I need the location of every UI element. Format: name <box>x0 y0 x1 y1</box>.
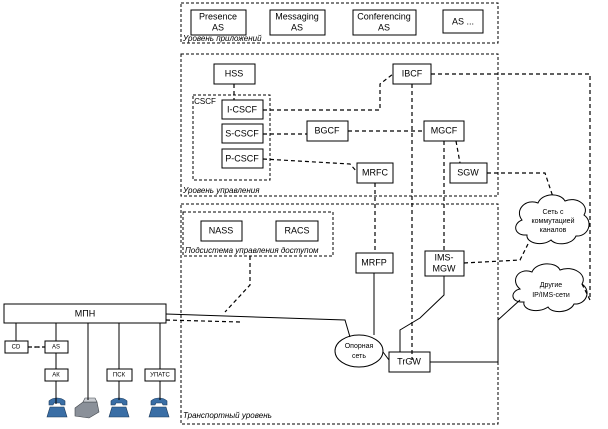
psk-label: ПСК <box>113 373 126 379</box>
conferencing-as[interactable]: Conferencing AS <box>352 9 417 36</box>
as-small-label: AS <box>52 345 60 351</box>
cscf-label: CSCF <box>194 97 216 106</box>
control-level-frame <box>180 53 499 197</box>
access-wiring <box>15 323 161 404</box>
messaging-as-line1: Messaging <box>275 11 319 21</box>
solid-links <box>165 273 521 363</box>
mpn-label: МПН <box>75 308 95 318</box>
other-as[interactable]: AS ... <box>442 9 484 34</box>
other-as-label: AS ... <box>452 16 474 26</box>
cd-label: CD <box>12 345 21 351</box>
ibcf-node[interactable]: IBCF <box>392 63 432 85</box>
mgcf-label: MGCF <box>431 125 458 135</box>
other-ip-line2: IP/IMS-сети <box>532 292 570 299</box>
trgw-node[interactable]: TrGW <box>388 351 431 373</box>
ibcf-label: IBCF <box>402 68 423 78</box>
ak-node[interactable]: АК <box>44 368 69 382</box>
pstn-cloud[interactable]: Сеть с коммутацией каналов <box>515 194 590 245</box>
upats-label: УПАТС <box>150 373 170 379</box>
as-small-node[interactable]: AS <box>44 340 69 354</box>
trgw-label: TrGW <box>397 356 421 366</box>
upats-node[interactable]: УПАТС <box>144 368 176 382</box>
racs-label: RACS <box>284 225 309 235</box>
icscf-label: I-CSCF <box>227 104 257 114</box>
messaging-as-line2: AS <box>291 22 303 32</box>
presence-as-line1: Presence <box>199 11 237 21</box>
application-level-frame <box>180 2 499 44</box>
pstn-line3: каналов <box>540 227 567 234</box>
core-line2: сеть <box>352 353 366 360</box>
scscf-label: S-CSCF <box>225 128 259 138</box>
fax-icon <box>74 397 100 419</box>
bgcf-label: BGCF <box>314 125 340 135</box>
bgcf-node[interactable]: BGCF <box>306 120 349 142</box>
control-level-label: Уровень управления <box>182 186 260 195</box>
mgcf-node[interactable]: MGCF <box>423 120 465 142</box>
app-level-label: Уровень приложений <box>182 34 262 43</box>
imsmgw-node[interactable]: IMS- MGW <box>424 250 465 277</box>
pcscf-node[interactable]: P-CSCF <box>221 148 264 169</box>
transport-level-frame <box>180 203 499 425</box>
mrfp-label: MRFP <box>361 257 387 267</box>
mrfc-label: MRFC <box>362 167 388 177</box>
racs-node[interactable]: RACS <box>275 220 319 242</box>
imsmgw-line2: MGW <box>433 263 456 273</box>
dashed-links <box>165 73 591 360</box>
cd-node[interactable]: CD <box>4 340 29 354</box>
mrfp-node[interactable]: MRFP <box>355 252 394 274</box>
imsmgw-line1: IMS- <box>435 252 454 262</box>
phone-icon <box>148 397 170 418</box>
nass-node[interactable]: NASS <box>200 220 243 242</box>
psk-node[interactable]: ПСК <box>106 368 133 382</box>
access-subsystem-label: Подсистема управления доступом <box>185 246 319 255</box>
pstn-line2: коммутацией <box>532 217 575 225</box>
scscf-node[interactable]: S-CSCF <box>221 123 264 144</box>
access-subsystem-frame <box>182 211 334 257</box>
other-ip-cloud[interactable]: Другие IP/IMS-сети <box>512 263 588 312</box>
hss-label: HSS <box>225 68 244 78</box>
presence-as-line2: AS <box>212 22 224 32</box>
presence-as[interactable]: Presence AS <box>190 9 247 36</box>
sgw-label: SGW <box>457 167 479 177</box>
hss-node[interactable]: HSS <box>213 63 256 85</box>
icscf-node[interactable]: I-CSCF <box>221 99 264 120</box>
core-line1: Опорная <box>345 343 374 350</box>
ak-label: АК <box>52 373 60 379</box>
other-ip-line1: Другие <box>540 282 563 289</box>
phone-icon <box>108 397 130 418</box>
phone-icon <box>46 397 68 418</box>
pstn-line1: Сеть с <box>542 209 564 216</box>
messaging-as[interactable]: Messaging AS <box>269 9 326 36</box>
conferencing-as-line2: AS <box>378 22 390 32</box>
sgw-node[interactable]: SGW <box>449 162 488 184</box>
mpn-bar[interactable]: МПН <box>3 303 167 324</box>
transport-level-label: Транспортный уровень <box>183 411 272 420</box>
pcscf-label: P-CSCF <box>225 153 259 163</box>
nass-label: NASS <box>209 225 234 235</box>
cscf-frame <box>192 94 271 181</box>
mrfc-node[interactable]: MRFC <box>356 162 394 184</box>
conferencing-as-line1: Conferencing <box>357 11 411 21</box>
core-network-ellipse[interactable]: Опорная сеть <box>334 334 384 368</box>
